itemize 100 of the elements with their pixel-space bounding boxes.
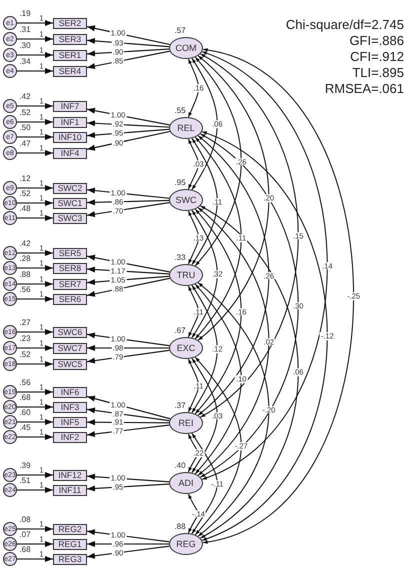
- arrow: [86, 188, 170, 199]
- arrow: [17, 103, 53, 109]
- latent-ellipse: REG: [169, 533, 203, 555]
- indicator-box: SER7: [53, 278, 87, 290]
- covariance-arrow: [202, 48, 354, 544]
- variance-label: .34: [18, 58, 32, 66]
- arrow: [17, 526, 53, 532]
- variance-label: .08: [18, 516, 32, 524]
- fit-statistic: GFI=.886: [349, 34, 404, 47]
- arrow: [86, 332, 170, 346]
- arrow: [17, 419, 53, 425]
- indicator-box: SER8: [53, 262, 87, 274]
- variance-label: .30: [18, 42, 32, 50]
- indicator-box: SER1: [53, 50, 87, 60]
- covariance-arrow: [202, 131, 328, 541]
- variance-label: .28: [18, 255, 32, 263]
- covariance-arrow: [198, 282, 270, 537]
- arrow: [86, 199, 170, 206]
- arrow: [87, 541, 169, 547]
- arrow: [86, 254, 170, 272]
- variance-label: .23: [18, 335, 32, 343]
- arrow: [86, 120, 170, 128]
- arrow: [86, 546, 170, 559]
- arrow: [17, 185, 53, 191]
- variance-label: .67: [173, 327, 187, 335]
- covariance-arrow: [194, 56, 242, 266]
- variance-label: .47: [18, 140, 32, 148]
- arrow: [17, 52, 53, 58]
- variance-label: .52: [18, 190, 32, 198]
- latent-ellipse: COM: [169, 37, 203, 59]
- covariance-arrow: [200, 53, 299, 418]
- variance-label: .37: [173, 402, 187, 410]
- arrow: [86, 529, 170, 542]
- arrow: [86, 424, 170, 437]
- arrow: [86, 108, 170, 126]
- latent-ellipse: SWC: [169, 189, 203, 211]
- variance-label: .27: [18, 319, 32, 327]
- indicator-box: INF4: [53, 148, 87, 158]
- covariance-arrow: [194, 208, 242, 414]
- covariance-arrow: [198, 55, 270, 341]
- arrow: [17, 119, 53, 125]
- indicator-box: SER4: [53, 66, 87, 76]
- arrow: [17, 150, 53, 156]
- variance-label: .45: [18, 424, 32, 432]
- covariance-arrow: [198, 135, 270, 416]
- arrow: [17, 487, 53, 493]
- arrow: [86, 407, 170, 422]
- fit-statistic: Chi-square/df=2.745: [286, 18, 404, 31]
- latent-ellipse: ADI: [169, 472, 203, 494]
- arrow: [17, 134, 53, 140]
- arrow: [86, 50, 170, 70]
- arrow: [17, 281, 53, 287]
- arrow: [17, 68, 53, 74]
- variance-label: .19: [18, 10, 32, 18]
- indicator-box: INF1: [53, 116, 87, 128]
- variance-label: .48: [18, 205, 32, 213]
- variance-label: .52: [18, 351, 32, 359]
- covariance-arrow: [188, 493, 199, 534]
- variance-label: .88: [18, 271, 32, 279]
- arrow: [17, 389, 53, 395]
- covariance-arrow: [194, 136, 242, 340]
- arrow: [86, 202, 170, 218]
- indicator-box: SER6: [53, 294, 87, 304]
- indicator-box: INF11: [53, 484, 87, 496]
- arrow: [17, 265, 53, 271]
- variance-label: .60: [18, 409, 32, 417]
- covariance-arrow: [202, 51, 328, 480]
- variance-label: .07: [18, 531, 32, 539]
- variance-label: .55: [173, 107, 187, 115]
- latent-ellipse: EXC: [169, 337, 203, 359]
- indicator-box: REG3: [53, 554, 87, 564]
- arrow: [86, 48, 170, 56]
- indicator-box: INF6: [53, 386, 87, 398]
- indicator-box: SWC5: [53, 358, 87, 370]
- indicator-box: REG1: [53, 538, 87, 550]
- variance-label: .68: [18, 394, 32, 402]
- arrow: [86, 474, 170, 482]
- variance-label: .56: [18, 379, 32, 387]
- fit-statistic: CFI=.912: [350, 50, 404, 63]
- arrow: [17, 250, 53, 256]
- arrow: [86, 25, 170, 46]
- covariance-arrow: [191, 138, 218, 266]
- covariance-arrow: [188, 58, 199, 118]
- latent-ellipse: REL: [169, 117, 203, 139]
- covariance-arrow: [188, 138, 199, 190]
- variance-label: .52: [18, 109, 32, 117]
- variance-label: .12: [18, 175, 32, 183]
- indicator-box: INF10: [53, 132, 87, 142]
- indicator-box: SWC6: [53, 326, 87, 338]
- indicator-box: SWC1: [53, 198, 87, 208]
- covariance-arrow: [200, 133, 299, 478]
- variance-label: .31: [18, 26, 32, 34]
- variance-label: .56: [18, 286, 32, 294]
- arrow: [17, 329, 53, 335]
- covariance-arrow: [191, 432, 218, 534]
- indicator-box: SER5: [53, 248, 87, 258]
- covariance-arrow: [191, 210, 218, 338]
- covariance-arrow: [191, 58, 218, 190]
- fit-statistic: TLI=.895: [352, 66, 404, 79]
- arrow: [17, 361, 53, 367]
